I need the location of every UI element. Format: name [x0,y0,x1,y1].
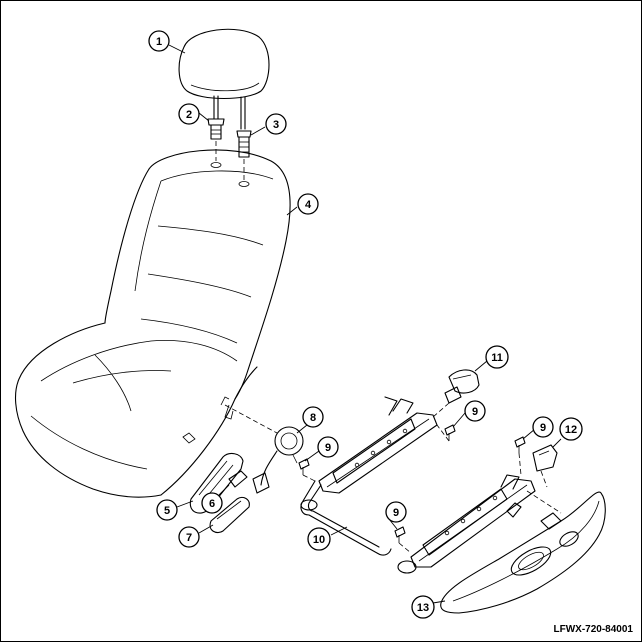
callout-11: 11 [485,345,509,369]
callout-5: 5 [156,499,178,521]
rail-cover-clip [532,444,558,472]
svg-text:3: 3 [273,119,279,131]
callout-12: 12 [559,417,583,441]
svg-text:1: 1 [156,36,162,48]
seat-assembly [14,149,291,498]
callout-9: 9 [385,501,407,523]
svg-text:5: 5 [164,505,170,517]
svg-text:13: 13 [417,602,429,614]
rail-cover-front [444,369,480,404]
callout-9: 9 [317,436,339,458]
callout-8: 8 [302,406,324,428]
lever-clip [228,470,248,488]
callout-9: 9 [464,400,486,422]
seat-adjuster-outer [397,474,536,574]
callout-1: 1 [148,30,170,52]
svg-text:9: 9 [472,406,478,418]
svg-text:6: 6 [209,498,215,510]
callout-9: 9 [532,416,554,438]
callout-7: 7 [178,526,200,548]
figure-code: LFWX-720-84001 [553,624,633,635]
bolt [444,424,456,441]
headrest-guide-free [207,118,225,140]
seat-side-finisher [440,491,606,614]
svg-text:4: 4 [305,199,312,211]
callout-2: 2 [178,103,200,125]
svg-text:2: 2 [186,109,192,121]
towel-bar [300,480,392,556]
callout-6: 6 [201,492,223,514]
bolt [514,436,526,453]
svg-text:9: 9 [540,422,546,434]
svg-text:10: 10 [313,534,325,546]
leader-lines [168,44,562,604]
svg-text:7: 7 [186,532,192,544]
callout-10: 10 [307,527,331,551]
svg-text:12: 12 [565,424,577,436]
lifter-knob [209,496,250,534]
callout-3: 3 [265,113,287,135]
svg-text:8: 8 [310,412,316,424]
callout-4: 4 [297,193,319,215]
bolt [394,526,406,543]
svg-text:9: 9 [393,507,399,519]
headrest [178,28,270,130]
seat-harness [252,426,304,494]
svg-text:9: 9 [325,442,331,454]
callout-13: 13 [411,595,435,619]
svg-text:11: 11 [491,352,503,364]
bolt [298,458,310,475]
